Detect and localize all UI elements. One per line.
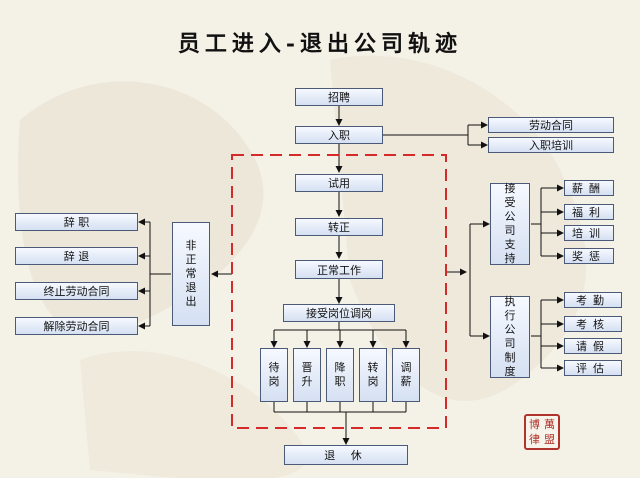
- red-seal-stamp: 博萬律盟: [524, 414, 560, 450]
- normal-work-box: 正常工作: [295, 260, 383, 279]
- adjust-option-salary-adjust: 调薪: [392, 348, 420, 402]
- adjust-option-demotion: 降职: [326, 348, 354, 402]
- policy-attendance-box: 考勤: [564, 292, 622, 308]
- labor-contract-box: 劳动合同: [488, 117, 614, 133]
- exit-dismiss-box: 辞 退: [15, 247, 138, 265]
- support-salary-box: 薪酬: [564, 180, 614, 196]
- support-welfare-box: 福利: [564, 204, 614, 220]
- adjust-option-standby: 待岗: [260, 348, 288, 402]
- support-training-box: 培训: [564, 225, 614, 241]
- adjust-option-promotion: 晋升: [293, 348, 321, 402]
- company-support-box: 接受公司支持: [490, 182, 530, 265]
- exit-terminate-contract-box: 终止劳动合同: [15, 282, 138, 300]
- diagram-title: 员工进入-退出公司轨迹: [177, 31, 463, 57]
- recruit-box: 招聘: [295, 88, 383, 106]
- support-reward-box: 奖惩: [564, 248, 614, 264]
- policy-evaluation-box: 评估: [564, 360, 622, 376]
- company-policy-box: 执行公司制度: [490, 295, 530, 378]
- job-adjust-box: 接受岗位调岗: [283, 304, 395, 322]
- abnormal-exit-box: 非正常退出: [172, 222, 210, 326]
- probation-box: 试用: [295, 174, 383, 192]
- adjust-option-transfer: 转岗: [359, 348, 387, 402]
- retire-box: 退 休: [284, 445, 408, 465]
- employment-period-frame: [231, 154, 447, 429]
- exit-cancel-contract-box: 解除劳动合同: [15, 317, 138, 335]
- policy-assessment-box: 考核: [564, 316, 622, 332]
- onboard-box: 入职: [295, 126, 383, 144]
- exit-resign-box: 辞 职: [15, 213, 138, 231]
- onboard-training-box: 入职培训: [488, 137, 614, 153]
- policy-leave-box: 请假: [564, 338, 622, 354]
- regularize-box: 转正: [295, 218, 383, 236]
